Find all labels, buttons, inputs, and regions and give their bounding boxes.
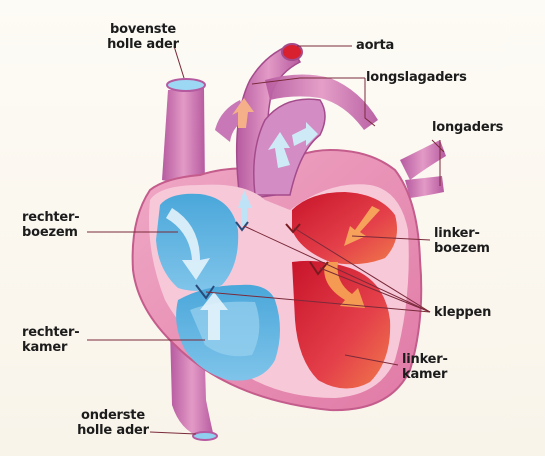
label-linker-boezem: linker- boezem [434,226,490,256]
leader-onderste-holle-ader [150,432,196,434]
label-linker-kamer: linker- kamer [402,352,448,382]
label-aorta: aorta [356,38,394,53]
bovenste-holle-ader-opening [167,79,205,91]
onderste-holle-ader-opening [193,432,217,440]
label-longaders: longaders [432,120,503,135]
label-rechter-boezem: rechter- boezem [22,210,79,240]
label-rechter-kamer: rechter- kamer [22,325,79,355]
label-longslagaders: longslagaders [366,70,467,85]
longaders-vessel [400,140,446,180]
label-onderste-holle-ader: onderste holle ader [70,408,156,438]
label-bovenste-holle-ader: bovenste holle ader [100,22,186,52]
label-kleppen: kleppen [434,305,491,320]
